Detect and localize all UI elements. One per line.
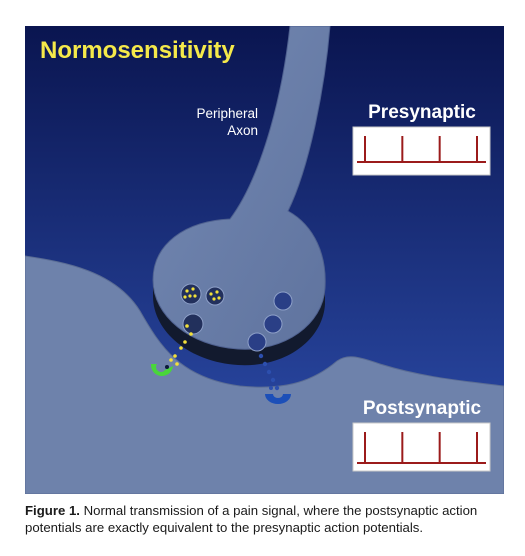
vesicle-2 (205, 286, 225, 306)
blue-receptor (265, 394, 291, 404)
vesicle-fusing (182, 313, 204, 335)
caption-text: Normal transmission of a pain signal, wh… (25, 503, 478, 535)
caption-label: Figure 1. (25, 503, 80, 518)
figure-caption: Figure 1. Normal transmission of a pain … (25, 502, 510, 536)
vesicle-1 (180, 283, 202, 305)
presynaptic-axon-terminal (152, 26, 331, 350)
axon-label-line1: Peripheral (196, 106, 258, 121)
presynaptic-label: Presynaptic (368, 102, 476, 123)
synapse-diagram: Normosensitivity Peripheral Axon Presyna… (25, 26, 504, 494)
terminal-shadow (153, 280, 325, 366)
diagram-title: Normosensitivity (40, 37, 235, 64)
postsynaptic-spike-panel (352, 422, 491, 472)
postsynaptic-label: Postsynaptic (363, 398, 482, 419)
presynaptic-spike-panel (352, 126, 491, 176)
vesicle-empty-1 (273, 291, 293, 311)
vesicle-empty-2 (263, 314, 283, 334)
vesicle-empty-3 (247, 332, 267, 352)
axon-label-line2: Axon (227, 123, 258, 138)
green-receptor (150, 364, 173, 377)
blue-molecules (258, 353, 280, 391)
green-receptor-bound (165, 365, 169, 369)
neurotransmitter-release (169, 324, 193, 366)
